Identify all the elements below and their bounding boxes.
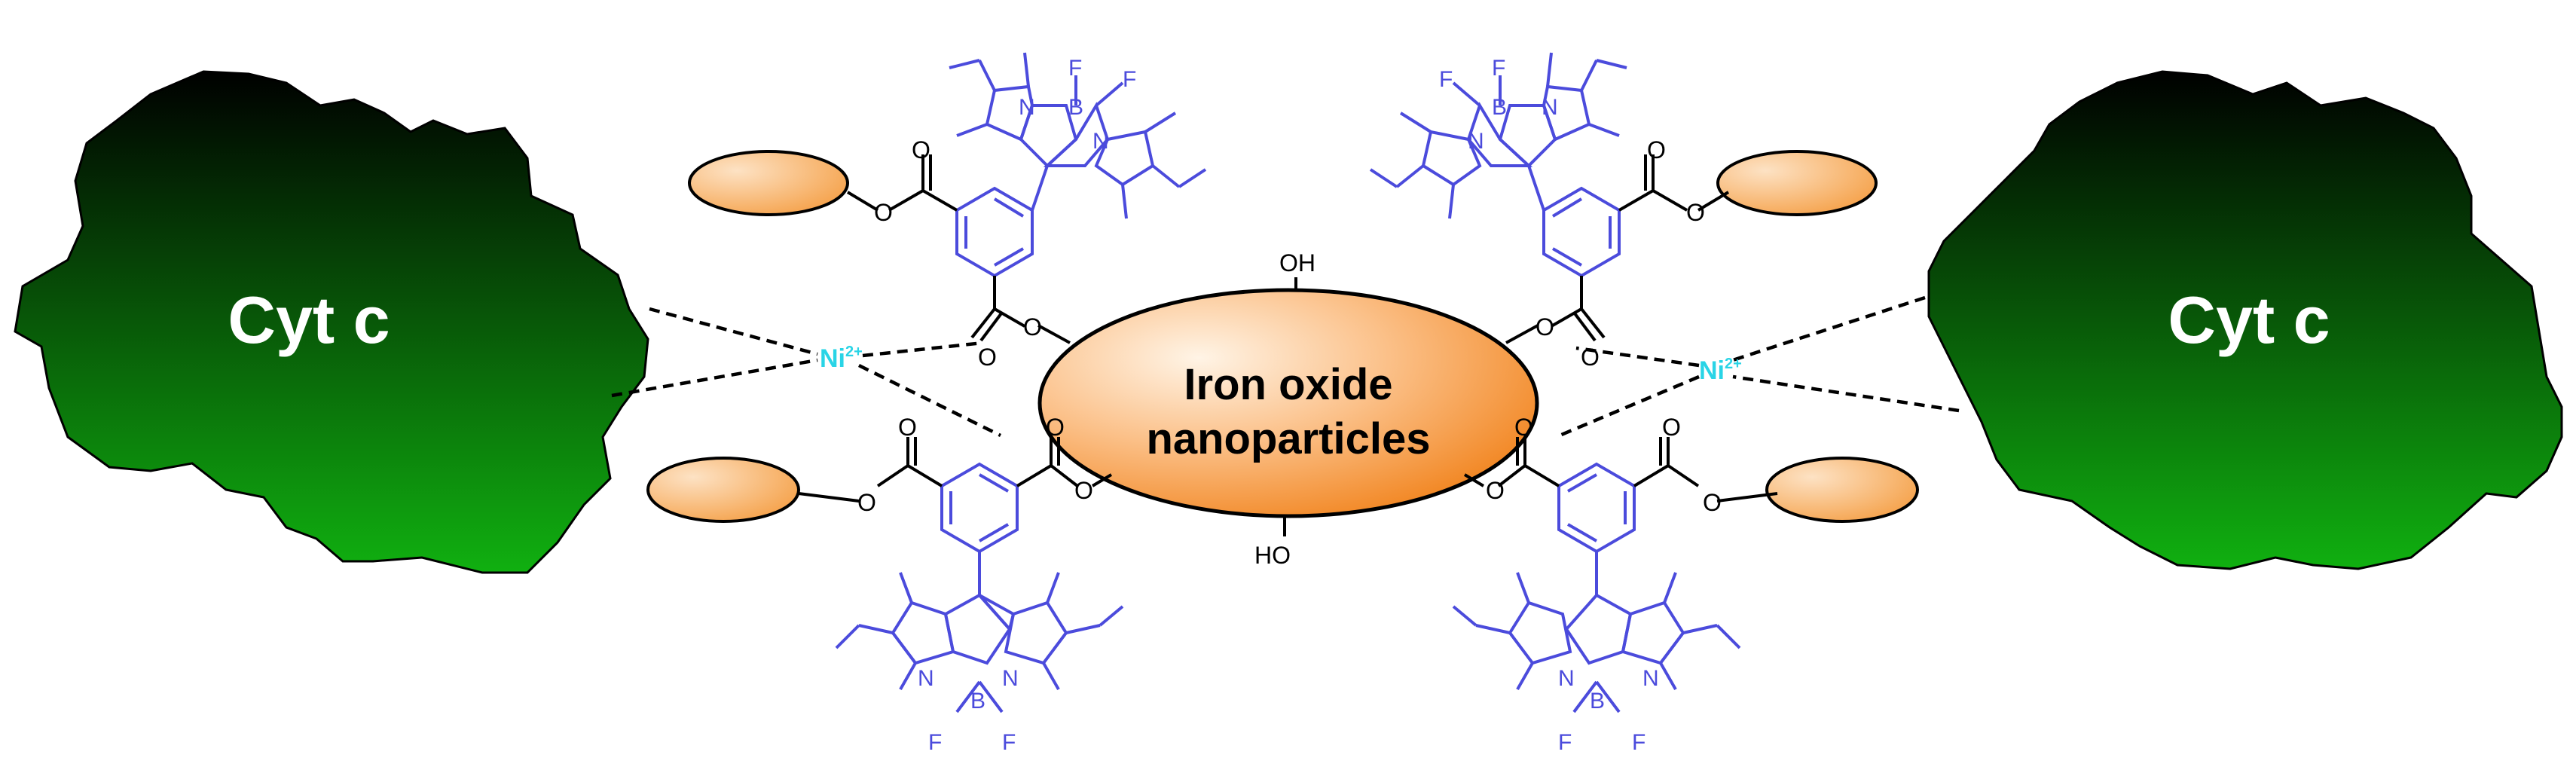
- boron-atom: B: [970, 689, 985, 713]
- nitrogen-atom: N: [1019, 95, 1035, 120]
- fluorine-atom: F: [1439, 67, 1453, 92]
- oxygen-atom: O: [1703, 489, 1722, 516]
- oxygen-atom: O: [1536, 313, 1554, 341]
- nitrogen-atom: N: [918, 666, 934, 691]
- nitrogen-atom: N: [1468, 129, 1484, 154]
- coordination-dashes: [611, 295, 1960, 438]
- boron-atom: B: [1068, 95, 1083, 120]
- core-label-line1: Iron oxide: [1184, 360, 1392, 409]
- oxygen-atom: O: [1514, 414, 1533, 441]
- ni-right-label: Ni2+: [1699, 356, 1742, 385]
- oxygen-atom: O: [1662, 414, 1681, 441]
- oxygen-atom: O: [1686, 199, 1705, 226]
- protein-left-blob: [14, 70, 649, 574]
- oh-top-label: OH: [1279, 249, 1316, 277]
- small-particle-bottom-left: [646, 457, 800, 523]
- conjugate-top-right: [1369, 52, 1730, 344]
- oxygen-atom: O: [1581, 344, 1600, 371]
- oxygen-atom: O: [874, 199, 893, 226]
- ni-left-label: Ni2+: [820, 344, 863, 373]
- oxygen-atom: O: [1023, 313, 1042, 341]
- core-label-line2: nanoparticles: [1146, 414, 1430, 463]
- conjugate-bottom-right: [1452, 437, 1778, 713]
- small-particle-top-right: [1716, 150, 1878, 216]
- fluorine-atom: F: [1558, 730, 1572, 755]
- fluorine-atom: F: [1123, 67, 1136, 92]
- protein-left-label: Cyt c: [228, 283, 390, 357]
- fluorine-atom: F: [1492, 56, 1505, 81]
- protein-right-blob: [1927, 70, 2563, 570]
- small-particle-bottom-right: [1765, 457, 1919, 523]
- nitrogen-atom: N: [1542, 95, 1558, 120]
- nitrogen-atom: N: [1558, 666, 1575, 691]
- nitrogen-atom: N: [1642, 666, 1659, 691]
- conjugate-bottom-left: [798, 437, 1124, 713]
- oxygen-atom: O: [1647, 136, 1666, 163]
- fluorine-atom: F: [1068, 56, 1082, 81]
- oxygen-atom: O: [1486, 477, 1505, 504]
- boron-atom: B: [1590, 689, 1605, 713]
- ester-bonds-top-left: [846, 154, 1071, 344]
- isophthalate-ring-top-left: [955, 186, 1034, 278]
- small-particle-top-left: [688, 150, 849, 216]
- nitrogen-atom: N: [1092, 129, 1109, 154]
- oxygen-atom: O: [1074, 477, 1093, 504]
- nitrogen-atom: N: [1002, 666, 1019, 691]
- oxygen-atom: O: [978, 344, 997, 371]
- fluorine-atom: F: [1632, 730, 1646, 755]
- oxygen-atom: O: [1046, 414, 1065, 441]
- protein-right-label: Cyt c: [2168, 283, 2330, 357]
- oxygen-atom: O: [912, 136, 930, 163]
- fluorine-atom: F: [1002, 730, 1016, 755]
- fluorine-atom: F: [928, 730, 942, 755]
- oxygen-atom: O: [898, 414, 917, 441]
- bodipy-core-top-left: [949, 52, 1207, 219]
- oh-bottom-label: HO: [1254, 542, 1291, 569]
- oxygen-atom: O: [857, 489, 876, 516]
- iron-oxide-nanoparticle: [1037, 288, 1539, 518]
- conjugate-top-left: O O O O N N B F F: [846, 52, 1207, 371]
- boron-atom: B: [1492, 95, 1507, 120]
